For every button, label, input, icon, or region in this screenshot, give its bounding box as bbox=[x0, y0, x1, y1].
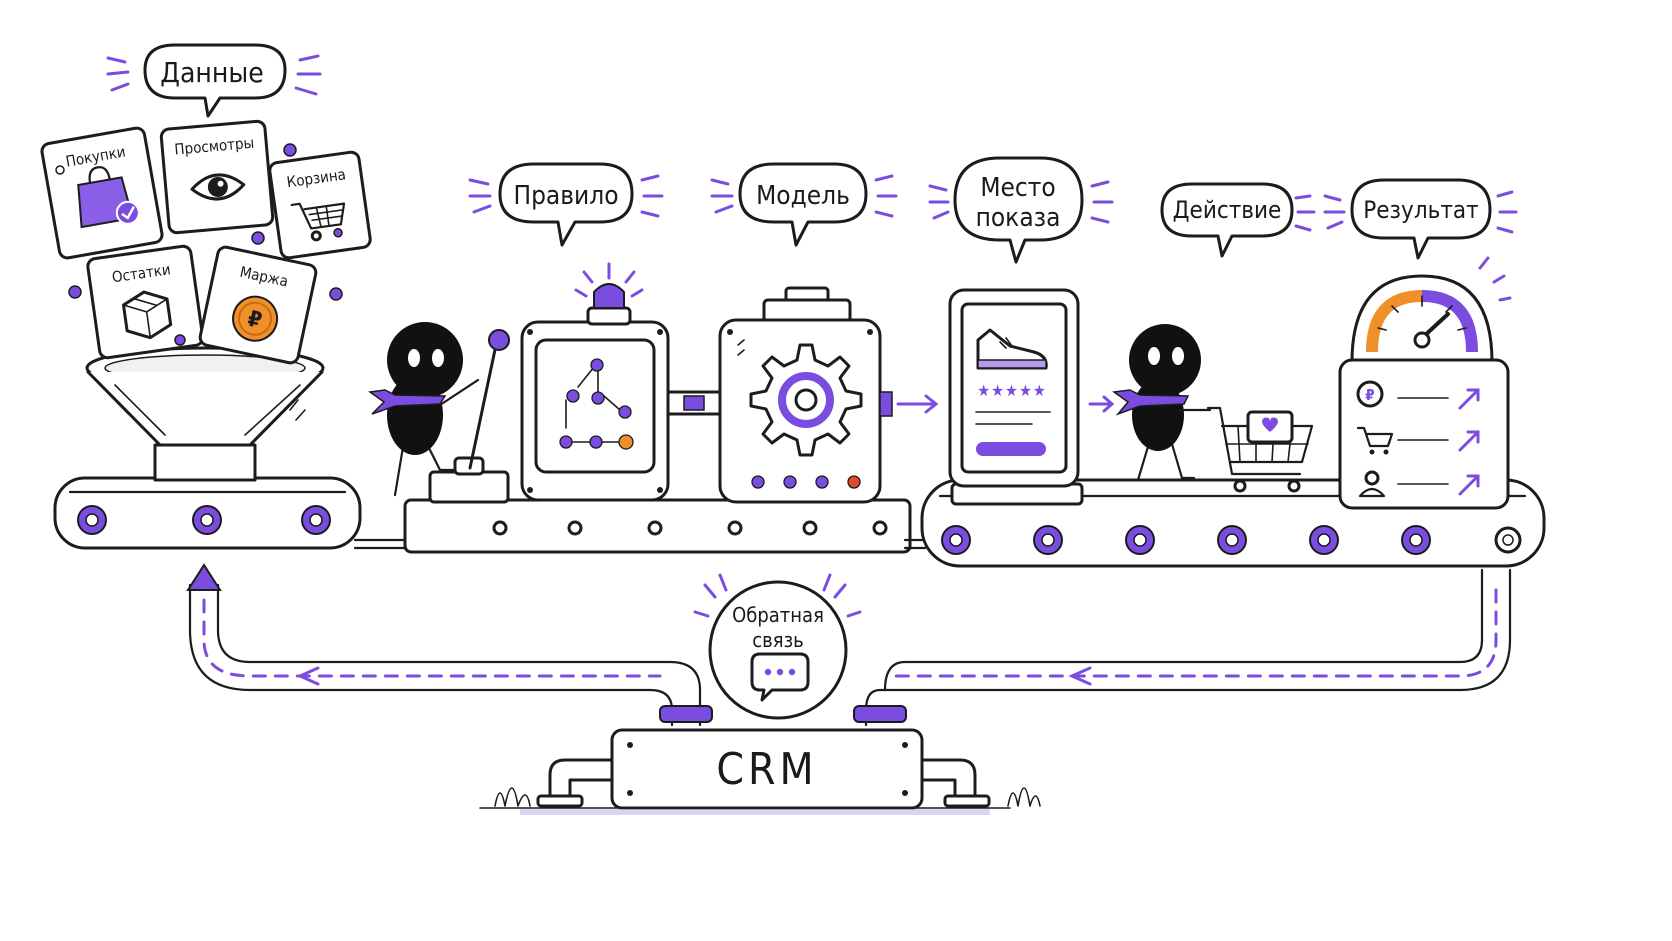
action-title: Действие bbox=[1173, 196, 1282, 224]
card-purchases: Покупки bbox=[40, 126, 164, 260]
data-funnel bbox=[85, 346, 325, 482]
card-margin: Маржа ₽ bbox=[198, 245, 318, 365]
feedback-title-line1: Обратная bbox=[732, 603, 824, 627]
action-bubble: Действие bbox=[1160, 182, 1316, 258]
data-bubble: Данные bbox=[106, 43, 322, 118]
placement-title-line1: Место bbox=[980, 173, 1055, 203]
feedback-pipe bbox=[186, 563, 1512, 727]
rule-bubble: Правило bbox=[468, 162, 664, 247]
left-conveyor bbox=[53, 476, 362, 550]
operator-character bbox=[368, 322, 480, 497]
svg-text:₽: ₽ bbox=[1365, 386, 1374, 404]
shopper-character bbox=[1112, 324, 1212, 482]
box-icon bbox=[121, 290, 173, 340]
eye-icon bbox=[190, 173, 246, 201]
lever[interactable] bbox=[428, 329, 510, 504]
arrow-to-placement bbox=[896, 394, 939, 414]
crm-label: CRM bbox=[716, 744, 817, 795]
chat-icon bbox=[750, 652, 810, 702]
feedback-title-line2: связь bbox=[752, 628, 804, 652]
rule-title: Правило bbox=[513, 181, 618, 211]
crm-block: CRM bbox=[479, 728, 1041, 815]
result-title: Результат bbox=[1363, 196, 1478, 224]
card-stock: Остатки bbox=[86, 244, 205, 360]
sneaker-icon bbox=[976, 328, 1048, 370]
machine-connector bbox=[666, 390, 722, 416]
arrow-to-action bbox=[1088, 395, 1115, 413]
shopping-bag-icon bbox=[77, 166, 140, 229]
model-title: Модель bbox=[756, 181, 850, 211]
result-bubble: Результат bbox=[1323, 178, 1518, 260]
shopping-cart bbox=[1206, 406, 1314, 493]
card-cart: Корзина bbox=[268, 150, 372, 260]
middle-platform bbox=[353, 498, 927, 554]
placement-title-line2: показа bbox=[976, 203, 1061, 233]
ruble-coin-icon: ₽ bbox=[232, 295, 279, 342]
placement-bubble: Место показа bbox=[928, 156, 1114, 264]
rule-flow-graph bbox=[559, 358, 634, 450]
cart-icon bbox=[290, 202, 346, 242]
model-machine bbox=[718, 286, 893, 504]
speedometer-icon bbox=[1350, 256, 1512, 364]
rating-stars: ★★★★★ bbox=[977, 381, 1047, 400]
floating-dots bbox=[55, 143, 343, 346]
card-views: Просмотры bbox=[159, 119, 275, 235]
data-title: Данные bbox=[160, 56, 263, 89]
svg-text:★★★★★: ★★★★★ bbox=[977, 381, 1047, 400]
result-panel: ₽ bbox=[1338, 256, 1512, 510]
model-bubble: Модель bbox=[710, 162, 898, 247]
placement-tablet: ★★★★★ bbox=[948, 288, 1084, 506]
gear-icon bbox=[749, 343, 863, 457]
svg-text:₽: ₽ bbox=[245, 307, 264, 334]
feedback-bubble: Обратная связь bbox=[693, 573, 862, 720]
rule-machine bbox=[520, 262, 670, 502]
